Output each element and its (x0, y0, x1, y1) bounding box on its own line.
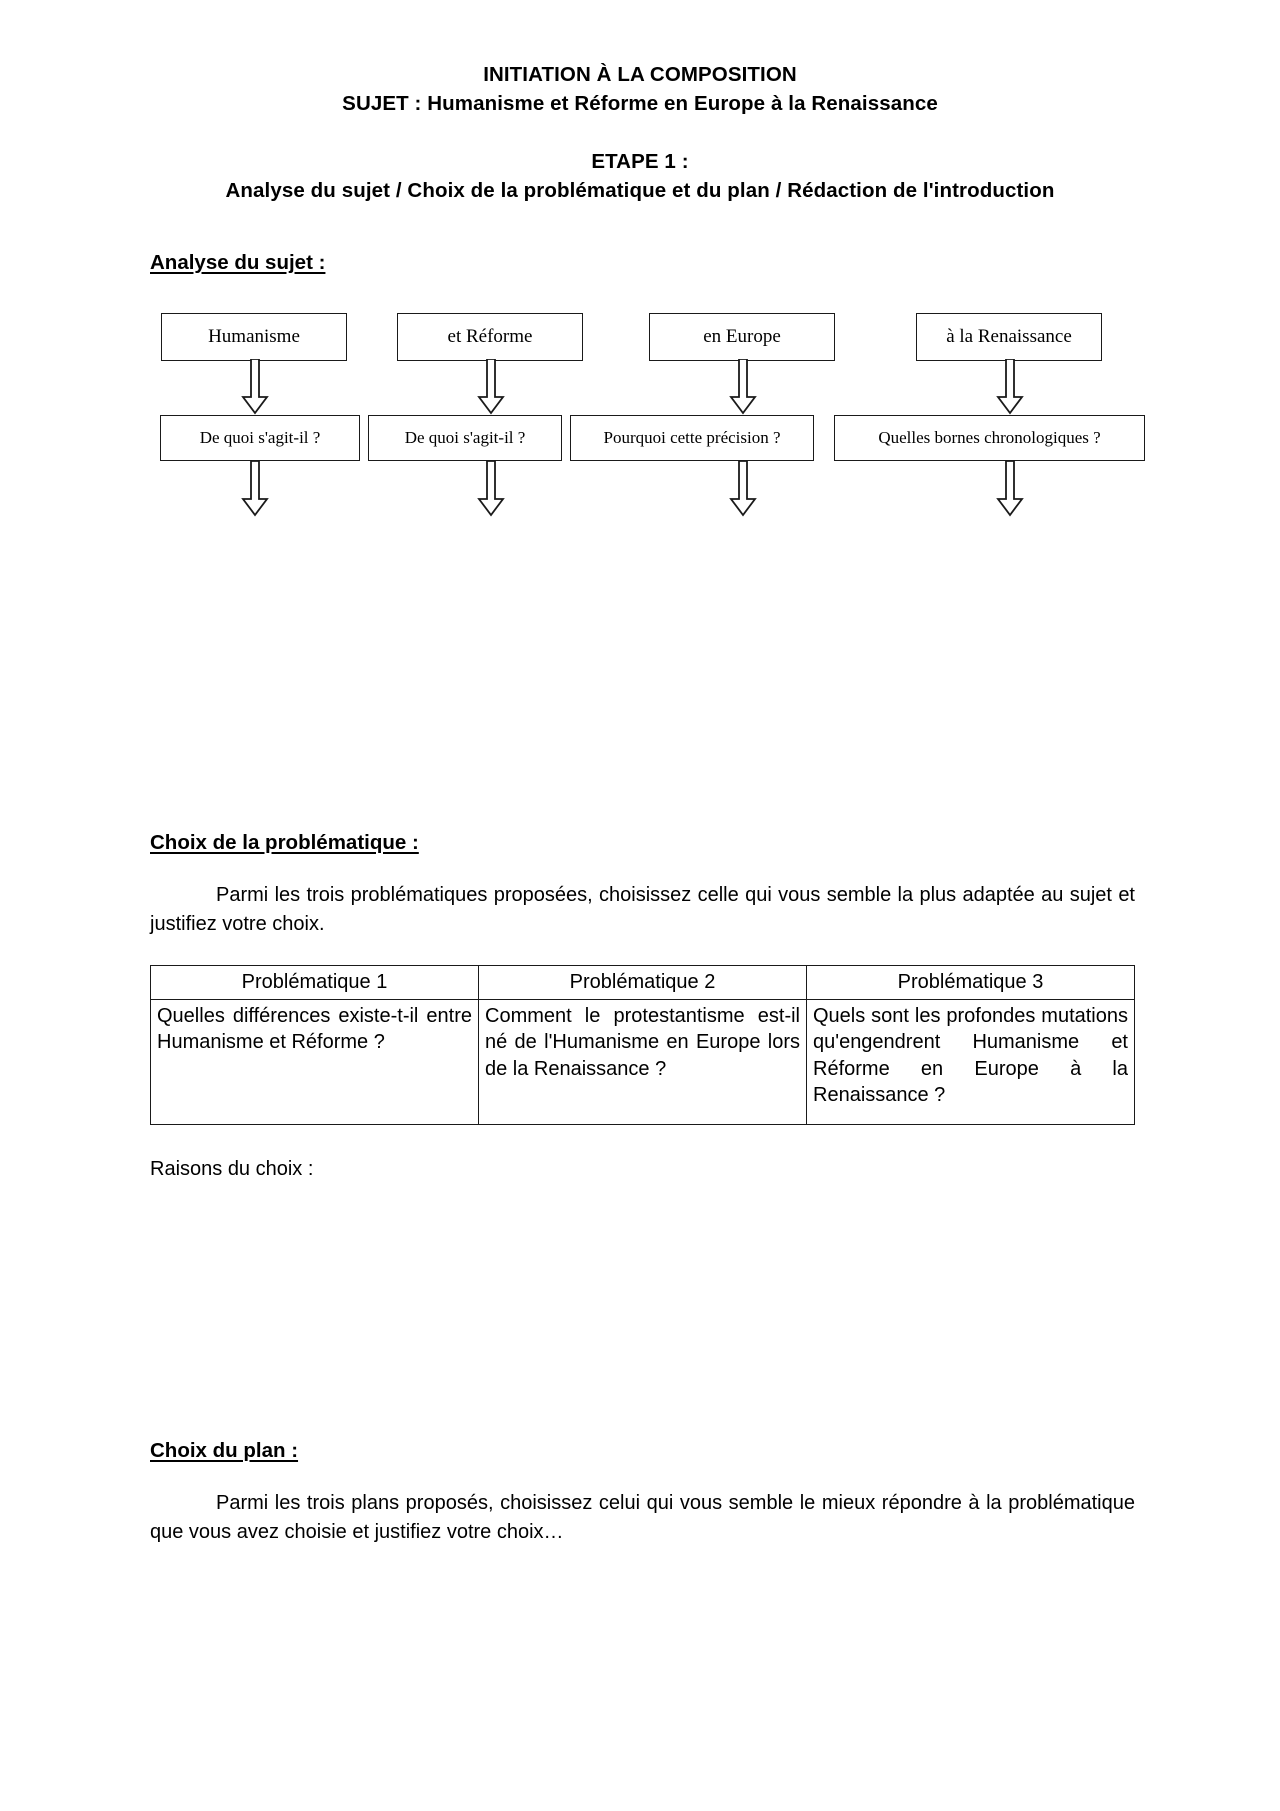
spacer-reasons-answer-area (140, 1184, 1140, 1439)
title-line-step-detail: Analyse du sujet / Choix de la problémat… (225, 179, 1055, 202)
problematique-instruction: Parmi les trois problématiques proposées… (150, 884, 1135, 935)
spacer-blank-answer-area (140, 531, 1140, 831)
problematique-heading-wrap: Choix de la problématique : (150, 831, 1140, 855)
term-box-4: à la Renaissance (916, 313, 1102, 361)
problematique-table: Problématique 1 Problématique 2 Probléma… (150, 965, 1135, 1125)
down-arrow-icon-2b (477, 461, 505, 517)
title-line-step: ETAPE 1 : (591, 150, 689, 173)
reasons-label: Raisons du choix : (150, 1157, 314, 1180)
title-spacer (140, 118, 1140, 147)
heading-choix-du-plan: Choix du plan : (150, 1438, 299, 1462)
spacer-after-title (140, 205, 1140, 251)
table-cell-problematique-3: Quels sont les profondes mutations qu'en… (806, 998, 1135, 1125)
table-cell-problematique-2: Comment le protestantisme est-il né de l… (478, 998, 807, 1125)
plan-instruction: Parmi les trois plans proposés, choisiss… (150, 1491, 1135, 1543)
analysis-heading-wrap: Analyse du sujet : (150, 251, 1140, 275)
table-header-cell-3: Problématique 3 (806, 965, 1135, 1000)
down-arrow-icon-4a (996, 359, 1024, 415)
title-line-subject: SUJET : Humanisme et Réforme en Europe à… (342, 92, 938, 115)
heading-choix-problematique: Choix de la problématique : (150, 831, 419, 854)
down-arrow-icon-3a (729, 359, 757, 415)
table-cell-problematique-1: Quelles différences existe-t-il entre Hu… (150, 998, 479, 1125)
subject-analysis-diagram: Humanisme et Réforme en Europe à la Rena… (150, 301, 1145, 531)
down-arrow-icon-2a (477, 359, 505, 415)
table-row: Quelles différences existe-t-il entre Hu… (150, 998, 1135, 1125)
term-box-2: et Réforme (397, 313, 583, 361)
term-box-3: en Europe (649, 313, 835, 361)
plan-heading-wrap: Choix du plan : (150, 1439, 1140, 1463)
table-header-cell-1: Problématique 1 (150, 965, 479, 1000)
down-arrow-icon-3b (729, 461, 757, 517)
question-box-3: Pourquoi cette précision ? (570, 415, 814, 461)
heading-analyse-du-sujet: Analyse du sujet : (150, 251, 326, 274)
question-box-4: Quelles bornes chronologiques ? (834, 415, 1145, 461)
table-header-row: Problématique 1 Problématique 2 Probléma… (150, 965, 1135, 1000)
spacer-after-plan-heading (140, 1463, 1140, 1489)
table-header-cell-2: Problématique 2 (478, 965, 807, 1000)
question-box-2: De quoi s'agit-il ? (368, 415, 562, 461)
spacer-after-problematique-heading (140, 855, 1140, 881)
title-line-main: INITIATION À LA COMPOSITION (483, 63, 797, 86)
term-box-1: Humanisme (161, 313, 347, 361)
down-arrow-icon-4b (996, 461, 1024, 517)
down-arrow-icon-1b (241, 461, 269, 517)
question-box-1: De quoi s'agit-il ? (160, 415, 360, 461)
down-arrow-icon-1a (241, 359, 269, 415)
document-title-block: INITIATION À LA COMPOSITION SUJET : Huma… (140, 60, 1140, 205)
